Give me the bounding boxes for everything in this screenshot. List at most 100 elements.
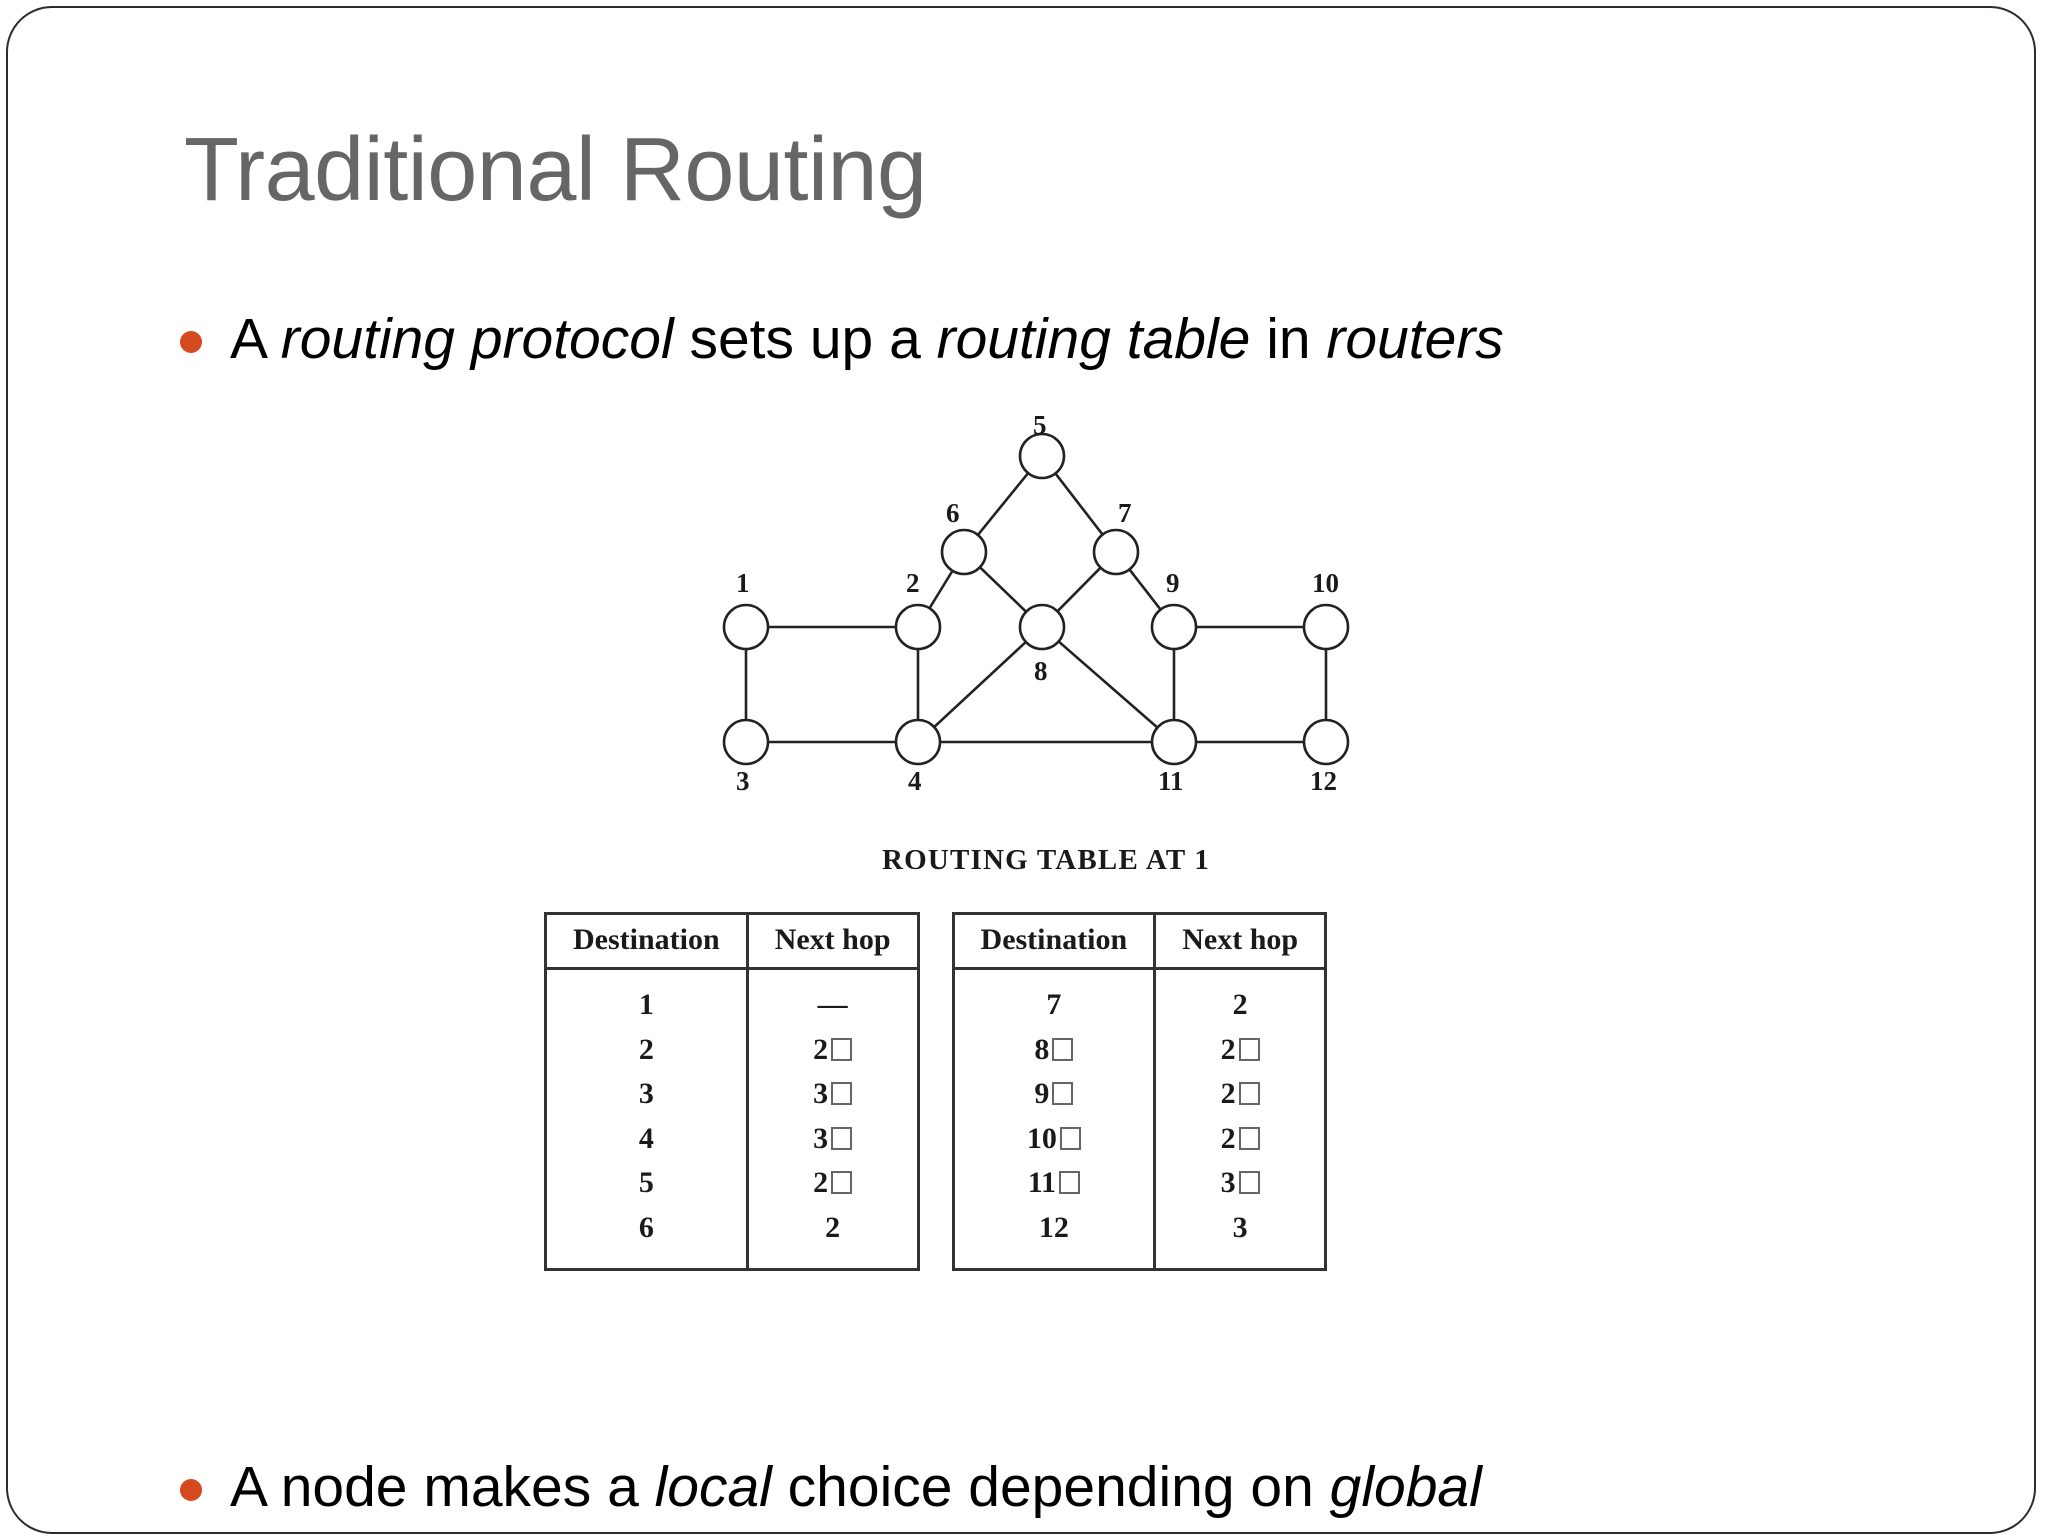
cell-destination: 8	[953, 1027, 1157, 1073]
presentation-slide: Traditional Routing A routing protocol s…	[6, 6, 2036, 1534]
graph-edge-2-6	[928, 570, 954, 609]
bullet-item-routing-protocol: A routing protocol sets up a routing tab…	[180, 306, 1504, 373]
graph-node-label-2: 2	[906, 568, 920, 598]
graph-node-label-11: 11	[1158, 766, 1184, 796]
cell-next-hop: —	[817, 988, 848, 1021]
graph-node-label-10: 10	[1312, 568, 1339, 598]
graph-edge-8-11	[1057, 640, 1159, 729]
missing-glyph-box-icon	[1059, 1126, 1081, 1150]
table-header-row: Destination Next hop	[953, 913, 1326, 970]
graph-node-label-9: 9	[1166, 568, 1180, 598]
graph-edge-6-5	[976, 472, 1030, 536]
cell-next-hop: 2	[1155, 1072, 1326, 1117]
graph-node-1	[722, 603, 770, 651]
emphasis-text: global	[1329, 1455, 1482, 1519]
plain-text: A	[230, 307, 281, 371]
graph-node-label-5: 5	[1033, 412, 1047, 440]
figure-caption: ROUTING TABLE AT 1	[881, 844, 1211, 876]
cell-destination: 11	[953, 1161, 1157, 1206]
graph-node-2	[894, 603, 942, 651]
page-title: Traditional Routing	[184, 120, 927, 220]
graph-node-7	[1092, 528, 1140, 576]
cell-next-hop: 3	[1232, 1210, 1248, 1244]
bullet-dot-icon	[180, 331, 202, 353]
cell-next-hop: 2	[1155, 1028, 1326, 1073]
missing-glyph-box-icon	[1052, 1037, 1074, 1061]
emphasis-text: local	[654, 1455, 772, 1519]
bullet-dot-icon	[180, 1479, 202, 1501]
cell-destination: 2	[545, 1027, 749, 1073]
table-head: Destination Next hop	[953, 913, 1326, 970]
graph-node-3	[722, 718, 770, 766]
graph-node-5	[1018, 432, 1066, 480]
cell-destination: 12	[953, 1205, 1157, 1270]
missing-glyph-box-icon	[1238, 1082, 1260, 1106]
column-header-next-hop: Next hop	[747, 913, 919, 970]
table-head: Destination Next hop	[545, 913, 919, 970]
graph-node-label-12: 12	[1310, 766, 1337, 796]
plain-text: sets up a	[673, 307, 937, 371]
cell-destination: 7	[953, 968, 1157, 1028]
graph-edge-6-8	[978, 566, 1028, 613]
column-header-destination: Destination	[953, 913, 1157, 970]
graph-nodes	[722, 432, 1350, 766]
plain-text: A node makes a	[230, 1455, 655, 1519]
graph-node-label-1: 1	[736, 568, 750, 598]
graph-node-label-7: 7	[1118, 498, 1132, 528]
cell-destination: 4	[545, 1116, 749, 1162]
graph-node-12	[1302, 718, 1350, 766]
cell-destination: 5	[545, 1161, 749, 1206]
missing-glyph-box-icon	[1238, 1037, 1260, 1061]
column-header-destination: Destination	[545, 913, 749, 970]
column-header-next-hop: Next hop	[1154, 913, 1326, 970]
table-row: 1—	[545, 968, 919, 1028]
cell-next-hop: 3	[747, 1117, 918, 1162]
graph-node-9	[1150, 603, 1198, 651]
graph-node-label-3: 3	[736, 766, 750, 796]
graph-edge-7-8	[1056, 566, 1102, 613]
missing-glyph-box-icon	[831, 1171, 853, 1195]
graph-node-8	[1018, 603, 1066, 651]
graph-node-6	[940, 528, 988, 576]
graph-edge-7-9	[1128, 568, 1162, 611]
graph-edge-5-7	[1054, 472, 1104, 536]
cell-next-hop: 2	[825, 1210, 841, 1244]
cell-destination: 9	[953, 1072, 1157, 1117]
cell-next-hop: 2	[1155, 1117, 1326, 1162]
emphasis-text: routing protocol	[280, 307, 674, 371]
cell-next-hop: 3	[1155, 1161, 1326, 1206]
cell-destination: 10	[953, 1116, 1157, 1162]
graph-node-label-6: 6	[946, 498, 960, 528]
cell-next-hop: 2	[1232, 988, 1248, 1021]
emphasis-text: routers	[1326, 307, 1504, 371]
bullet-text-local-global: A node makes a local choice depending on…	[230, 1454, 1482, 1521]
bullet-item-local-global: A node makes a local choice depending on…	[180, 1454, 1482, 1521]
table-header-row: Destination Next hop	[545, 913, 919, 970]
cell-destination: 1	[545, 968, 749, 1028]
bullet-text-routing-protocol: A routing protocol sets up a routing tab…	[230, 306, 1504, 373]
plain-text: in	[1250, 307, 1327, 371]
graph-edges	[744, 472, 1328, 744]
plain-text: choice depending on	[771, 1455, 1330, 1519]
missing-glyph-box-icon	[831, 1126, 853, 1150]
cell-next-hop: 2	[747, 1161, 918, 1206]
missing-glyph-box-icon	[831, 1037, 853, 1061]
missing-glyph-box-icon	[1238, 1126, 1260, 1150]
